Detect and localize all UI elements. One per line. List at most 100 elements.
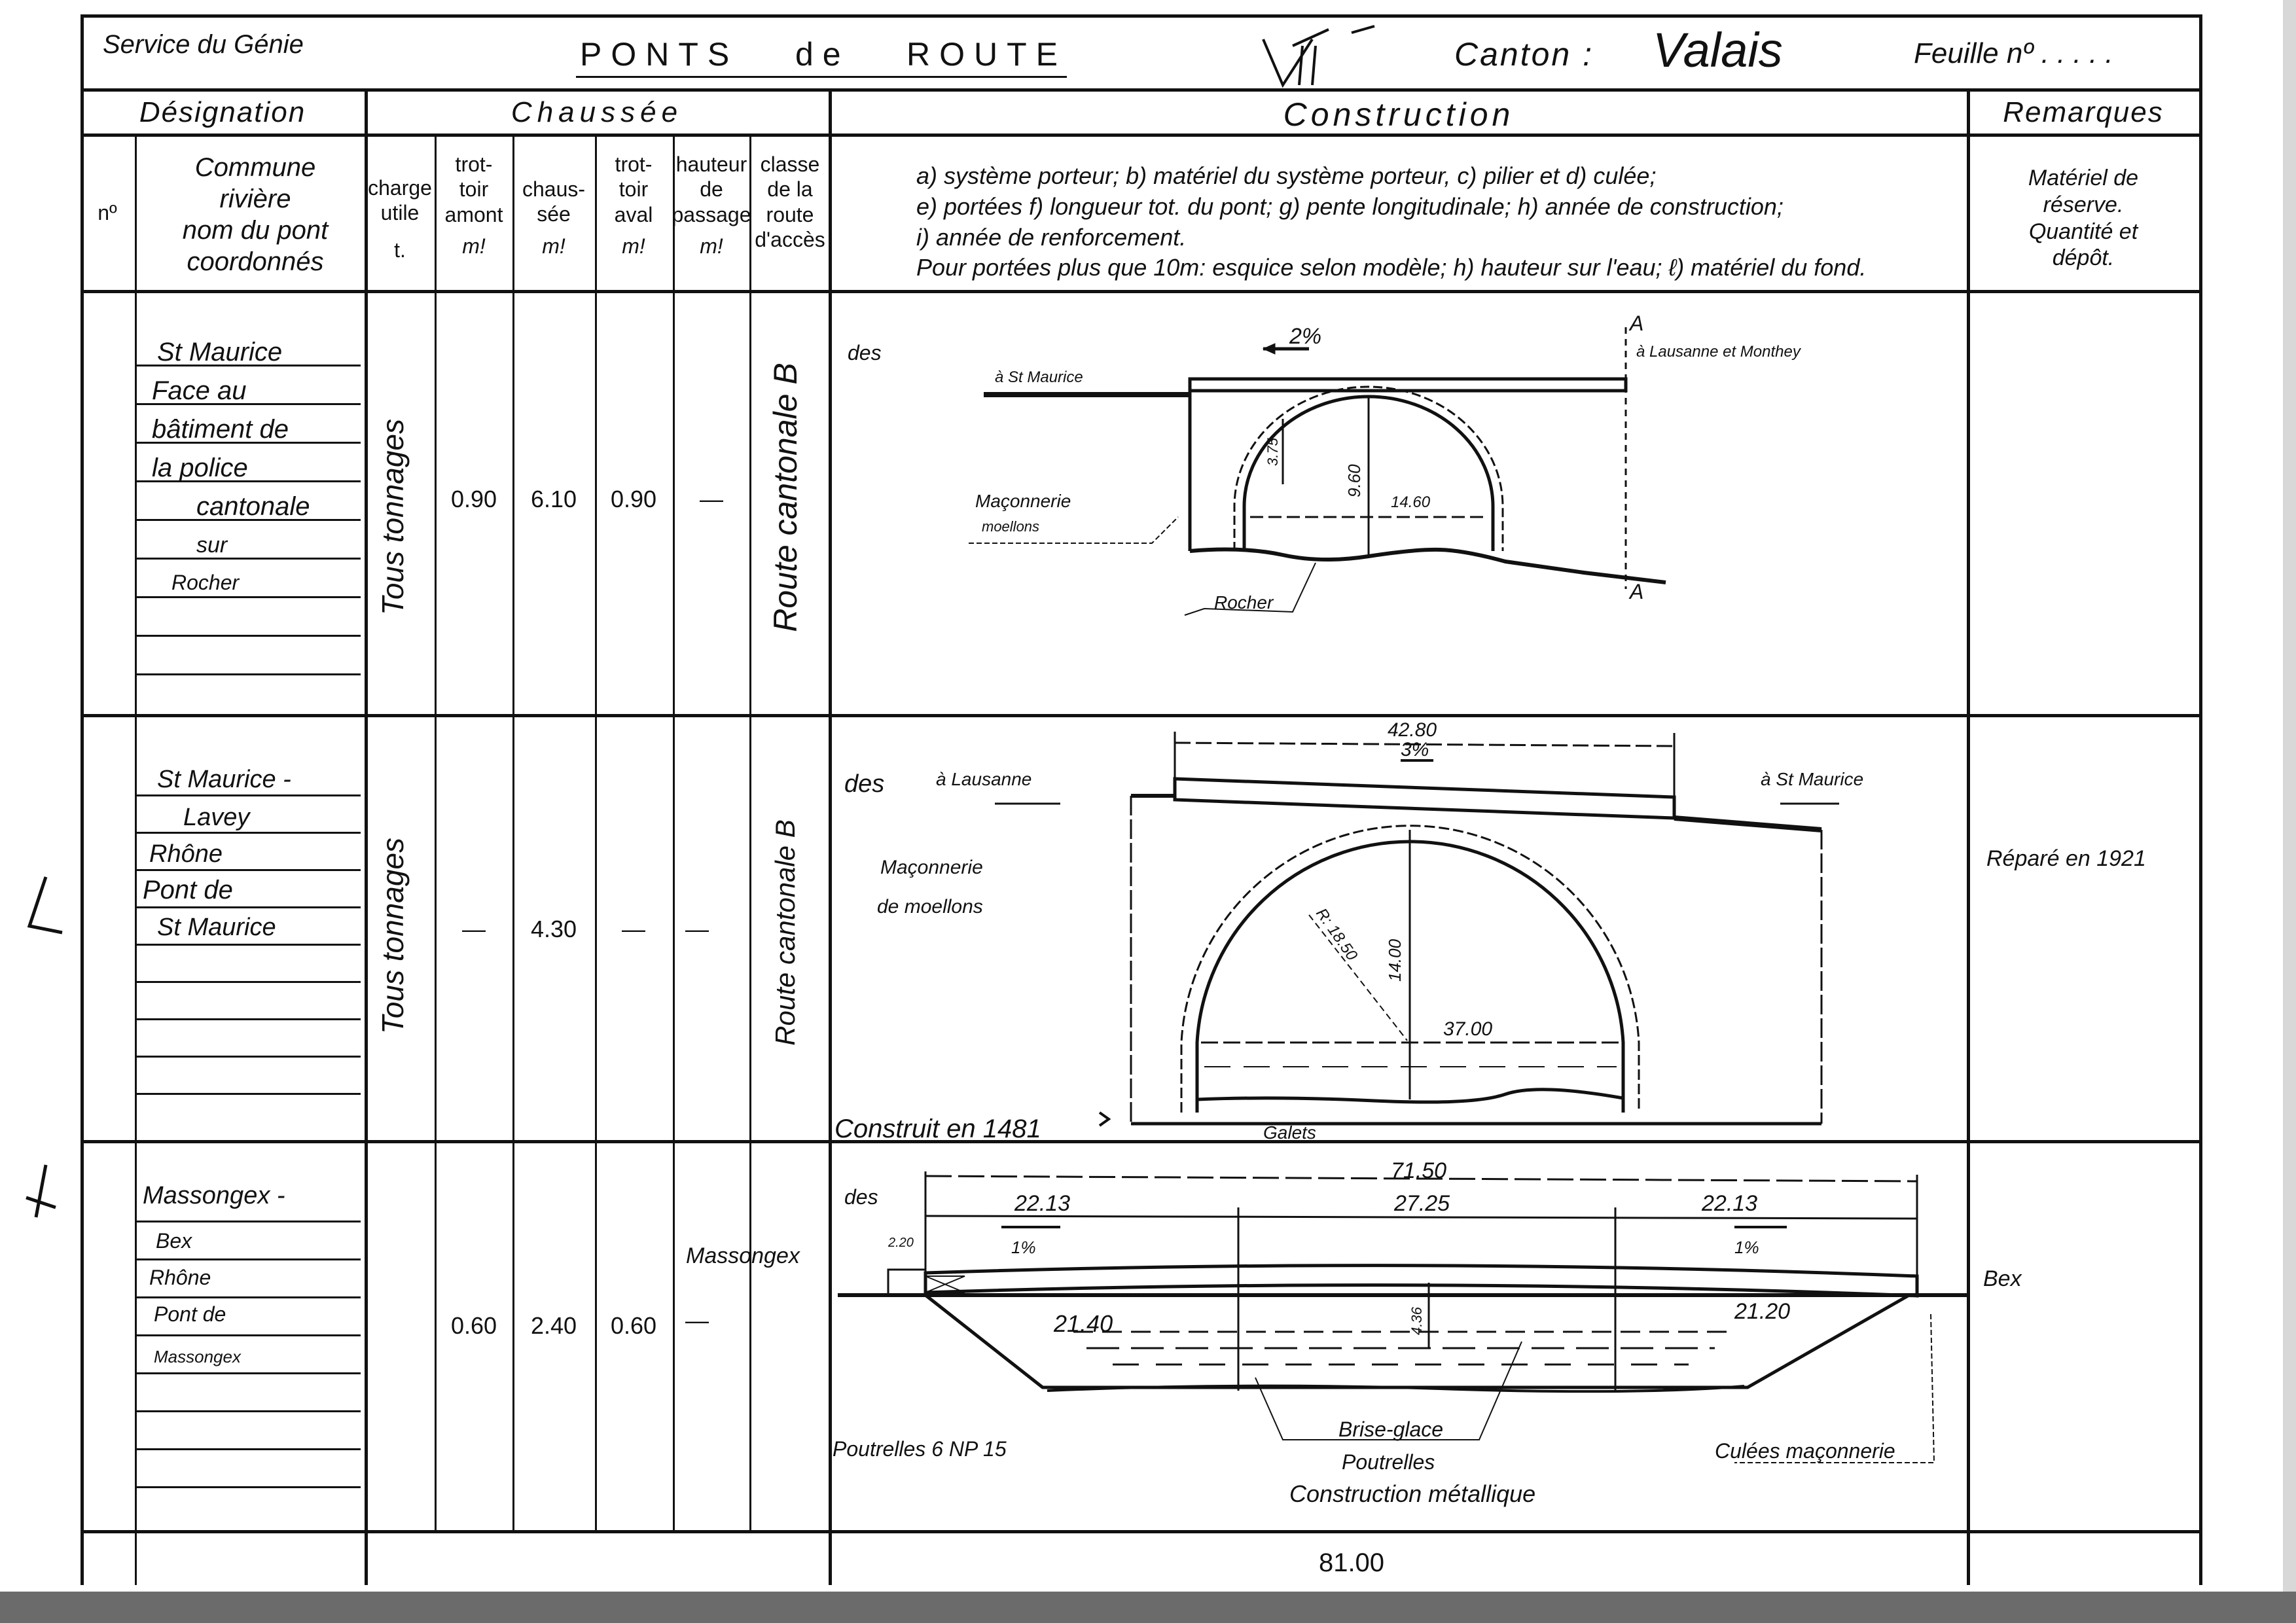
legend-line: Pour portées plus que 10m: esquice selon… (916, 254, 1867, 281)
canton-label: Canton : (1454, 36, 1594, 73)
col-line: de la (767, 177, 813, 202)
commune-ruled-line (135, 1258, 361, 1260)
commune-ruled-line (135, 1221, 361, 1222)
des-label: des (848, 341, 882, 365)
section-mark-top: A (1628, 312, 1643, 335)
construction-legend: a) système porteur; b) matériel du systè… (916, 161, 1866, 283)
col-classe: classe de la route d'accès (755, 152, 825, 253)
commune-ruled-line (135, 558, 361, 560)
slope-right-label: 1% (1734, 1238, 1759, 1257)
des-label: des (844, 1185, 878, 1209)
col-line-charge (435, 134, 437, 1530)
commune-ruled-line (135, 906, 361, 908)
foundation-label: Rocher (1214, 592, 1274, 613)
total-length: 81.00 (1318, 1548, 1385, 1577)
hauteur-value: — (685, 1307, 709, 1334)
abutment-dimension: 2.20 (888, 1236, 914, 1250)
col-charge-line: t. (394, 238, 406, 262)
span-2-dimension: 27.25 (1393, 1191, 1450, 1216)
col-commune-line: nom du pont (182, 216, 329, 245)
slope-label: 3% (1401, 739, 1429, 760)
commune-ruled-line (135, 1093, 361, 1095)
bridge-3-drawing: des 71.50 22.13 27.25 22.13 2.20 1% 1% B… (833, 1158, 2022, 1507)
title-de: de (795, 36, 850, 73)
commune-ruled-line (135, 596, 361, 598)
trottoir-amont-value: — (462, 916, 486, 942)
col-line: Matériel de (2028, 166, 2139, 190)
subheader-divider (81, 290, 2201, 293)
col-line: sée (537, 202, 571, 226)
col-line: toir (619, 177, 649, 202)
beams-label: Poutrelles 6 NP 15 (833, 1437, 1007, 1461)
commune-ruled-line (135, 403, 361, 405)
commune-line: sur (196, 533, 228, 558)
commune-line: Rhône (149, 1266, 211, 1289)
commune-line: Massongex (154, 1347, 241, 1366)
col-remarques: Matériel de réserve. Quantité et dépôt. (2028, 165, 2138, 272)
col-line: toir (459, 177, 489, 202)
commune-ruled-line (135, 1486, 361, 1488)
col-line: Quantité et (2028, 219, 2138, 244)
col-commune-line: coordonnés (187, 247, 324, 276)
remark-value: Réparé en 1921 (1986, 846, 2146, 871)
trottoir-aval-value: 0.90 (610, 486, 657, 512)
group-chaussee: Chaussée (511, 96, 683, 128)
scan-border-right (2283, 0, 2296, 1592)
total-dimension: 71.50 (1391, 1158, 1446, 1183)
classe-value: Massongex (686, 1243, 800, 1268)
group-designation: Désignation (139, 96, 306, 128)
commune-ruled-line (135, 519, 361, 521)
legend-line: a) système porteur; b) matériel du systè… (916, 162, 1657, 189)
direction-left-label: à St Maurice (995, 368, 1083, 386)
canton-value: Valais (1653, 23, 1783, 77)
legend-line: e) portées f) longueur tot. du pont; g) … (916, 192, 1784, 220)
col-line-trottoir-amont (512, 134, 514, 1530)
commune-line: cantonale (196, 492, 310, 521)
col-line-designation (365, 88, 368, 1585)
col-line: hauteur (675, 152, 747, 176)
col-line-remarques (1967, 88, 1970, 1585)
slope-left-label: 1% (1011, 1238, 1036, 1257)
col-no: nº (98, 201, 117, 224)
depth-left-label: 21.40 (1053, 1310, 1113, 1337)
legend-line: i) année de renforcement. (916, 223, 1187, 251)
col-line-hauteur (749, 134, 751, 1530)
direction-right-label: à St Maurice (1761, 769, 1863, 789)
icebreaker-label: Brise-glace (1338, 1418, 1443, 1441)
span-3-dimension: 22.13 (1701, 1191, 1757, 1216)
col-trottoir-amont: trot- toir amont m! (445, 152, 503, 259)
commune-ruled-line (135, 1448, 361, 1450)
commune-ruled-line (135, 442, 361, 444)
col-line-chaussee (595, 134, 597, 1530)
row-divider-2 (81, 1140, 2201, 1143)
col-hauteur: hauteur de passage m! (672, 152, 751, 259)
commune-ruled-line (135, 365, 361, 366)
group-construction: Construction (1283, 96, 1515, 133)
commune-ruled-line (135, 1296, 361, 1298)
col-line-no (135, 134, 137, 1585)
commune-ruled-line (135, 944, 361, 946)
title-underline (576, 76, 1067, 78)
clearance-dimension: 4.36 (1408, 1306, 1425, 1335)
chaussee-value: 2.40 (530, 1312, 577, 1339)
des-label: des (844, 770, 884, 798)
trottoir-aval-value: — (622, 916, 645, 942)
commune-line: Face au (152, 376, 247, 405)
col-line: aval (614, 202, 653, 226)
commune-line: Rocher (171, 571, 240, 594)
radius-dimension: R: 18.50 (1312, 905, 1361, 964)
title-ponts: PONTS (580, 36, 739, 73)
commune-ruled-line (135, 1410, 361, 1412)
hauteur-value: — (685, 916, 709, 942)
bridge-2-drawing: des à Lausanne à St Maurice 42.80 3% Maç… (834, 719, 1863, 1143)
commune-ruled-line (135, 635, 361, 637)
commune-line: Pont de (143, 876, 233, 904)
direction-left-label: à Lausanne (936, 769, 1031, 789)
rise-dimension: 3.75 (1265, 437, 1281, 466)
bridge-1-drawing: des 2% à St Maurice à Lausanne et Monthe… (848, 312, 1802, 616)
col-line: réserve. (2043, 192, 2124, 217)
col-commune-line: rivière (219, 185, 291, 213)
chaussee-value: 6.10 (530, 486, 577, 512)
commune-line: St Maurice - (157, 766, 291, 793)
height-dimension: 14.00 (1385, 938, 1405, 982)
